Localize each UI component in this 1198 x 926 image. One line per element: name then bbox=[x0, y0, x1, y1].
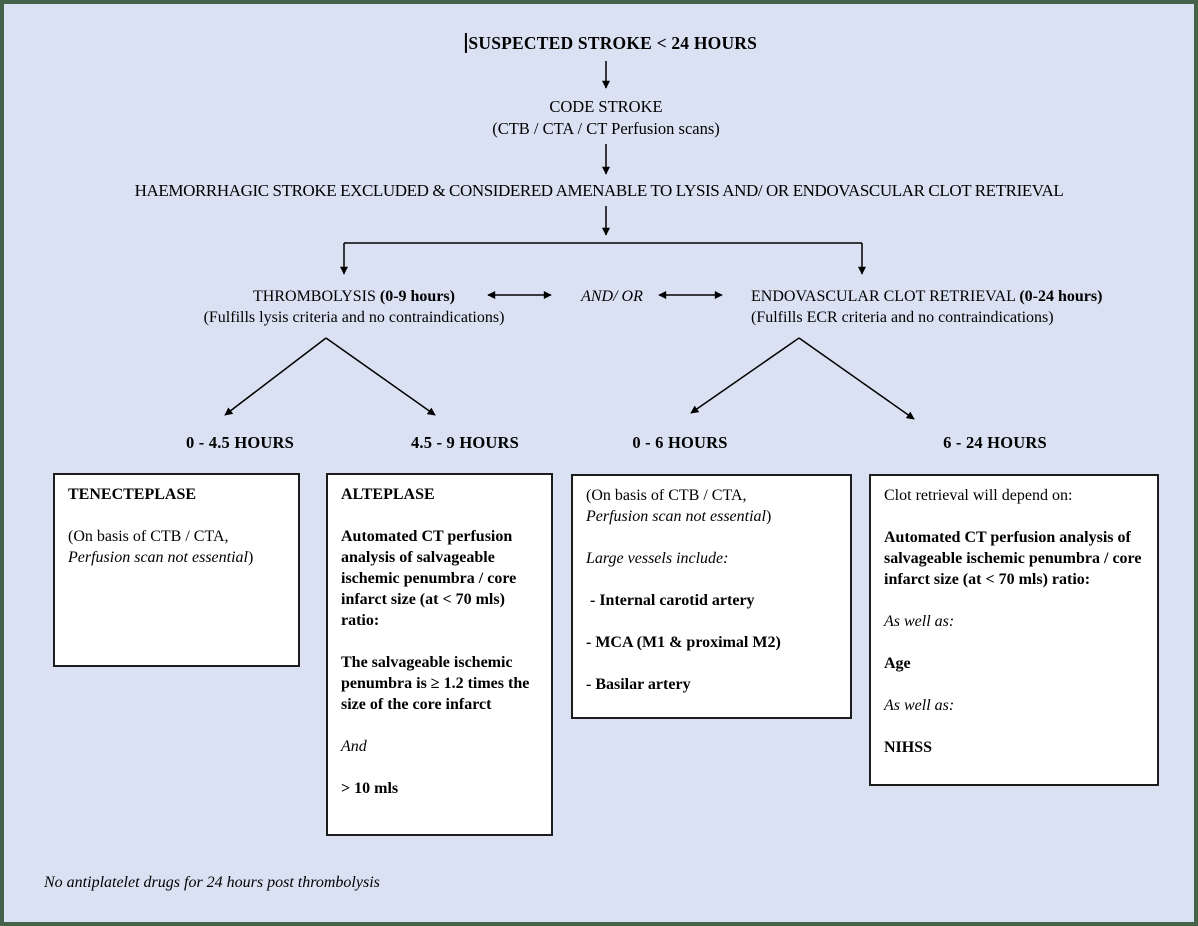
connector-lines bbox=[224, 61, 915, 420]
node-haemorrhage-excluded: HAEMORRHAGIC STROKE EXCLUDED & CONSIDERE… bbox=[134, 181, 1064, 200]
text-cursor bbox=[464, 33, 467, 53]
arrow-ecr-to-0-6 bbox=[690, 337, 800, 414]
arrow-ecr-to-6-24 bbox=[798, 337, 915, 420]
label-0-6-hours: 0 - 6 HOURS bbox=[632, 433, 728, 452]
node-thrombolysis: THROMBOLYSIS (0-9 hours)(Fulfills lysis … bbox=[203, 288, 505, 326]
title-text: SUSPECTED STROKE < 24 HOURS bbox=[468, 33, 758, 53]
box-ecr-0-6-hours: (On basis of CTB / CTA,Perfusion scan no… bbox=[571, 474, 852, 719]
code-stroke-line2: (CTB / CTA / CT Perfusion scans) bbox=[492, 119, 720, 138]
box-ecr-6-24-hours: Clot retrieval will depend on: Automated… bbox=[869, 474, 1159, 786]
code-stroke-line1: CODE STROKE bbox=[549, 97, 663, 116]
label-6-24-hours: 6 - 24 HOURS bbox=[943, 433, 1047, 452]
label-45-9-hours: 4.5 - 9 HOURS bbox=[410, 433, 520, 452]
node-endovascular-clot-retrieval: ENDOVASCULAR CLOT RETRIEVAL (0-24 hours)… bbox=[751, 288, 1103, 326]
label-0-45-hours: 0 - 4.5 HOURS bbox=[185, 433, 295, 452]
box-alteplase: ALTEPLASE Automated CT perfusion analysi… bbox=[326, 473, 553, 836]
footer-antiplatelet-note: No antiplatelet drugs for 24 hours post … bbox=[44, 874, 380, 891]
title-suspected-stroke: SUSPECTED STROKE < 24 HOURS bbox=[464, 33, 758, 54]
arrow-thrombolysis-to-0-45 bbox=[224, 337, 327, 416]
box-tenecteplase: TENECTEPLASE (On basis of CTB / CTA,Perf… bbox=[53, 473, 300, 667]
node-code-stroke: CODE STROKE (CTB / CTA / CT Perfusion sc… bbox=[492, 96, 720, 140]
label-and-or: AND/ OR bbox=[581, 288, 643, 305]
arrow-thrombolysis-to-45-9 bbox=[325, 337, 436, 416]
